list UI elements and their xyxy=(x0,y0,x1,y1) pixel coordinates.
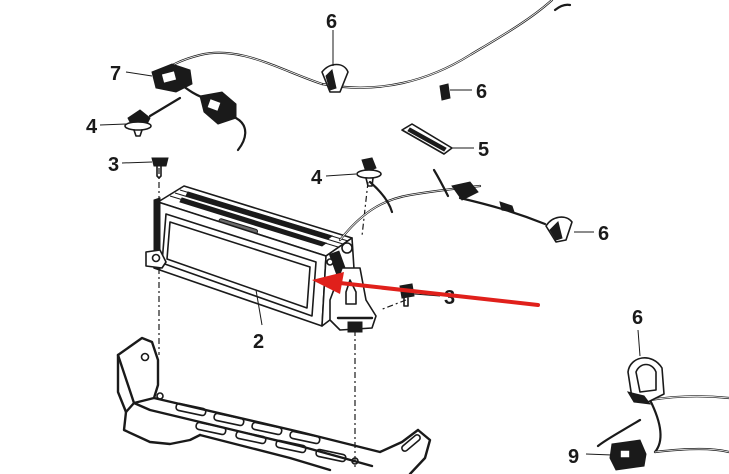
cable-tie-top xyxy=(321,63,349,93)
callout-9: 9 xyxy=(568,446,579,468)
callout-6-bottom-right: 6 xyxy=(632,307,643,329)
leader-lines xyxy=(99,30,641,456)
connector-7 xyxy=(151,63,237,125)
part-5-strap xyxy=(401,123,453,155)
assembly-centerlines xyxy=(158,168,407,470)
callout-4-left: 4 xyxy=(86,116,98,138)
screw-right xyxy=(399,283,415,307)
callout-2: 2 xyxy=(253,331,264,353)
arrow-shaft xyxy=(338,281,540,307)
red-pointer-arrow xyxy=(312,272,540,307)
callout-3-left: 3 xyxy=(108,154,119,176)
clip-left xyxy=(124,109,152,137)
light-bar xyxy=(145,185,377,333)
mounting-bracket xyxy=(116,336,432,474)
arrow-head xyxy=(312,272,344,294)
callout-5: 5 xyxy=(478,139,489,161)
connector-right-end xyxy=(451,181,515,213)
screw-left xyxy=(151,157,169,179)
callout-6-upper-right: 6 xyxy=(476,81,487,103)
callout-4-middle: 4 xyxy=(311,167,323,189)
clip-middle xyxy=(356,157,382,187)
connector-9 xyxy=(609,439,647,471)
callout-6-top: 6 xyxy=(326,11,337,33)
cable-tie-mid xyxy=(439,83,451,101)
callout-3-right: 3 xyxy=(444,287,455,309)
callout-6-right: 6 xyxy=(598,223,609,245)
callout-labels: 6 7 6 4 5 3 4 6 3 2 6 9 xyxy=(86,11,643,468)
cable-tie-right xyxy=(545,216,573,243)
cable-tie-bottom-right xyxy=(626,357,665,405)
callout-7: 7 xyxy=(110,63,121,85)
